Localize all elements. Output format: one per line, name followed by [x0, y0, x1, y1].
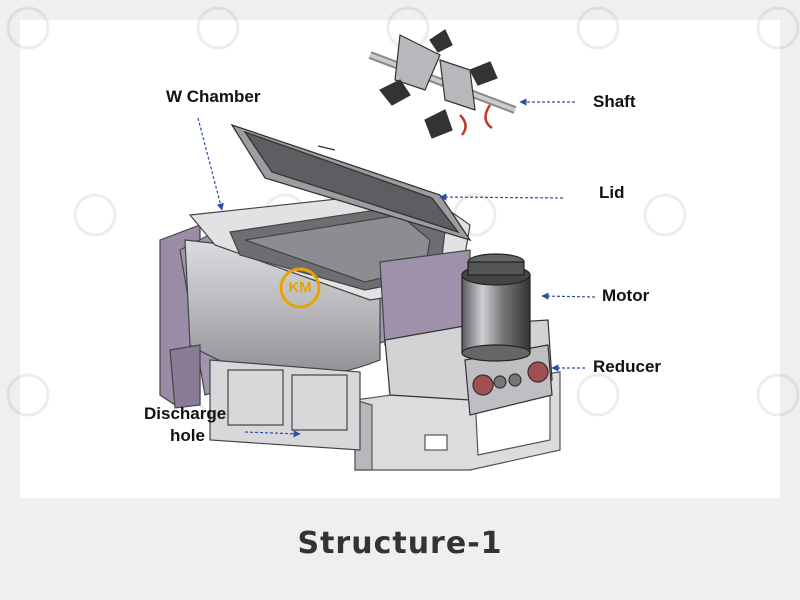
lid: [230, 123, 472, 242]
label-motor: Motor: [602, 286, 650, 305]
label-reducer: Reducer: [593, 357, 662, 376]
label-hole: hole: [170, 426, 205, 445]
label-lid: Lid: [599, 183, 625, 202]
motor: [461, 253, 531, 362]
label-w-chamber: W Chamber: [166, 87, 261, 106]
km-logo-text: KM: [288, 279, 312, 296]
label-shaft: Shaft: [593, 92, 636, 111]
km-logo: [279, 267, 321, 309]
leader-lines: [197, 98, 596, 438]
label-discharge: Discharge: [144, 404, 227, 423]
figure-caption: Structure-1: [297, 526, 503, 561]
shaft: [368, 29, 517, 139]
